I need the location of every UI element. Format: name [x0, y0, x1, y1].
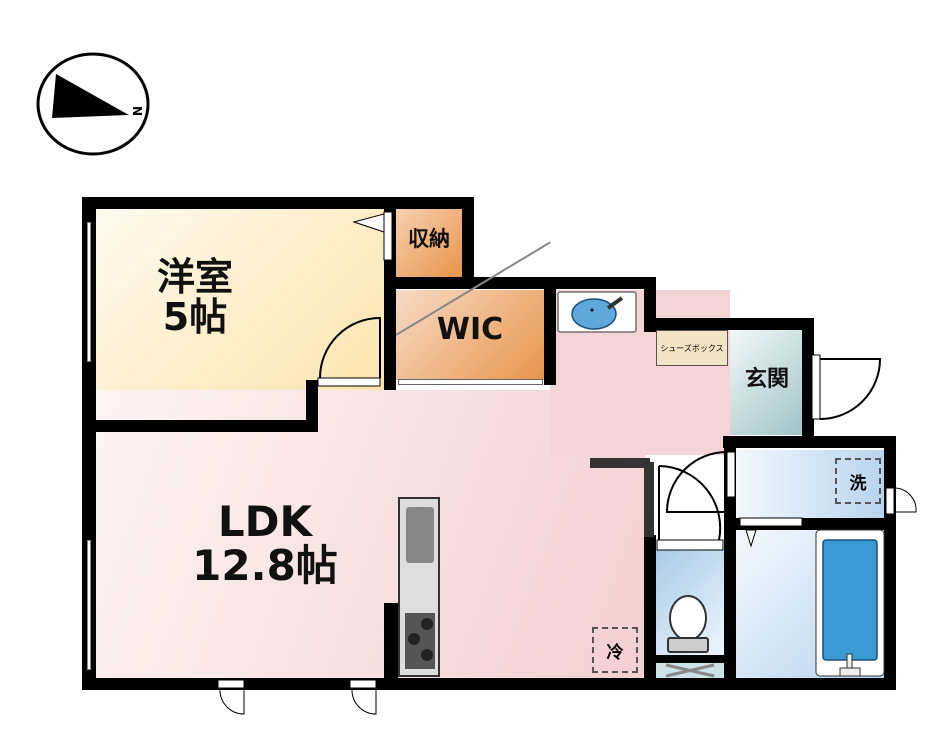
entrance-door-swing — [811, 354, 882, 420]
room-western-label: 洋室 5帖 — [130, 255, 260, 339]
door-western-swing — [317, 316, 381, 387]
washroom-exterior-door — [885, 487, 917, 515]
balcony-door-1 — [217, 679, 245, 715]
shoe-box-label: シューズボックス — [660, 343, 724, 353]
room-wic-label: WIC — [436, 312, 504, 347]
wall — [462, 197, 474, 287]
wall — [82, 420, 306, 432]
wall — [723, 436, 895, 448]
room-ldk-size: 12.8帖 — [192, 541, 338, 591]
room-storage-fill — [396, 209, 462, 277]
room-washroom-fill — [736, 450, 884, 518]
north-label: N — [130, 105, 145, 117]
wall — [724, 445, 736, 685]
kitchen-sink-icon — [406, 507, 434, 563]
wall — [384, 277, 656, 289]
stove-icon — [405, 613, 435, 669]
room-wic-fill — [396, 290, 544, 380]
kitchen-counter — [398, 497, 440, 677]
room-ldk-label: LDK 12.8帖 — [180, 497, 350, 591]
wall — [384, 603, 398, 683]
room-entrance-fill — [730, 330, 805, 435]
bath-toilet-door-swing — [656, 451, 736, 551]
room-western-name: 洋室 — [156, 255, 233, 299]
storage-door — [352, 211, 393, 261]
room-ldk-name: LDK — [217, 497, 313, 546]
partition-wall — [590, 458, 650, 468]
toilet-icon — [667, 595, 709, 653]
fridge-space: 冷 — [592, 627, 638, 673]
shoe-box: シューズボックス — [656, 330, 728, 366]
partition-wall — [644, 462, 654, 537]
window — [87, 222, 91, 362]
wall — [544, 285, 556, 385]
fridge-label: 冷 — [606, 642, 624, 663]
bathtub-icon — [815, 529, 885, 677]
sink-icon — [557, 291, 637, 333]
bath-door — [739, 517, 803, 548]
washer-space: 洗 — [835, 458, 881, 504]
room-storage-label: 収納 — [408, 227, 450, 251]
toilet-window — [656, 663, 724, 678]
wall — [82, 678, 894, 690]
wall — [82, 197, 474, 209]
north-arrow-icon — [36, 52, 150, 156]
wall — [644, 535, 656, 685]
wall — [644, 318, 814, 330]
compass: N — [34, 52, 152, 156]
washer-label: 洗 — [849, 473, 867, 494]
wall — [306, 380, 318, 432]
window — [398, 379, 543, 385]
room-entrance-label: 玄関 — [744, 367, 789, 392]
room-western-size: 5帖 — [162, 294, 228, 339]
balcony-door-2 — [349, 679, 377, 715]
wall — [82, 197, 96, 689]
wall — [802, 318, 814, 440]
wall — [644, 655, 734, 663]
window — [87, 540, 91, 670]
